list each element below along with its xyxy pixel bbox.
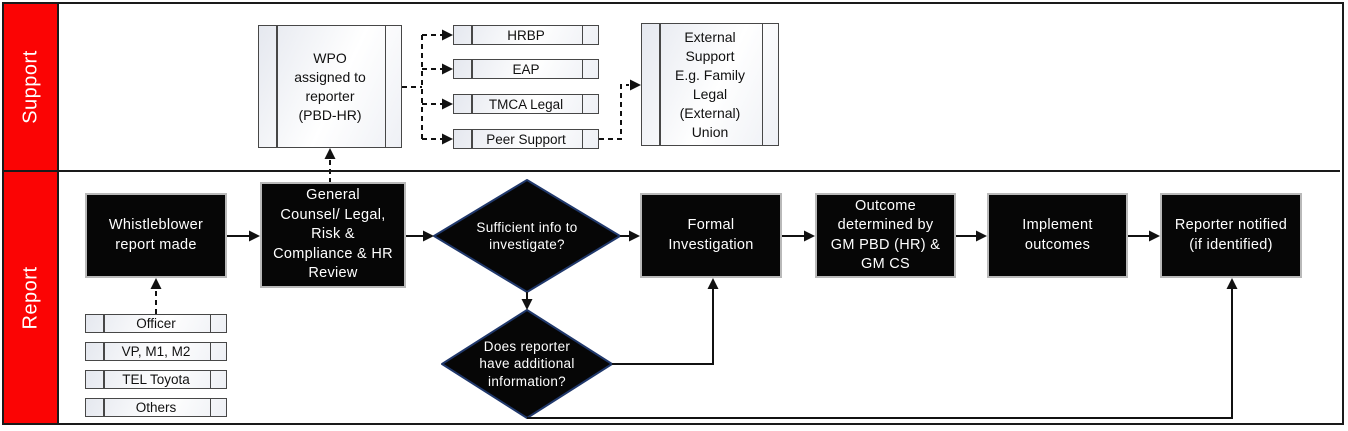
arrow-whistleblower-to-review [227, 230, 260, 242]
double-border-line [659, 24, 661, 145]
process-source-others-label: Others [135, 400, 177, 415]
double-border-line [209, 343, 211, 360]
double-border-line [209, 315, 211, 332]
decision-sufficient-info-text: Sufficient info to investigate? [434, 180, 620, 292]
arrow-outcome-to-implement [956, 230, 987, 242]
double-border-line [103, 371, 105, 388]
double-border-line [209, 399, 211, 416]
double-border-line [384, 26, 386, 147]
step-formal-investigation: Formal Investigation [640, 193, 782, 278]
double-border-line [471, 95, 473, 113]
decision-sufficient-info-label: Sufficient info to investigate? [476, 219, 578, 253]
step-outcome-determined-label: Outcome determined by GM PBD (HR) & GM C… [830, 197, 941, 273]
arrow-wpo-to-tmca-legal-dashed [422, 98, 453, 110]
step-implement-outcomes-label: Implement outcomes [1022, 217, 1093, 253]
lane-label-report: Report [19, 265, 41, 330]
step-reporter-notified: Reporter notified (if identified) [1160, 193, 1302, 278]
double-border-line [761, 24, 763, 145]
arrow-additional-decision-to-notified [527, 278, 1238, 419]
process-wpo-label: WPO assigned to reporter (PBD-HR) [294, 49, 366, 123]
process-external-support: External Support E.g. Family Legal (Exte… [641, 23, 779, 146]
process-peer-support: Peer Support [453, 129, 599, 149]
process-source-vp-m1-m2: VP, M1, M2 [85, 342, 227, 361]
process-source-others: Others [85, 398, 227, 417]
double-border-line [471, 60, 473, 78]
arrow-implement-to-notified [1128, 230, 1160, 242]
double-border-line [276, 26, 278, 147]
double-border-line [209, 371, 211, 388]
arrow-sources-to-whistleblower-dashed [150, 278, 162, 314]
arrow-sufficient-decision-to-formal [620, 230, 640, 242]
step-implement-outcomes: Implement outcomes [987, 193, 1128, 278]
process-source-tel-toyota: TEL Toyota [85, 370, 227, 389]
step-formal-investigation-label: Formal Investigation [668, 217, 754, 253]
double-border-line [471, 26, 473, 44]
lane-band-support: Support [4, 4, 59, 170]
lane-band-report: Report [4, 172, 59, 423]
process-eap-label: EAP [512, 61, 540, 77]
step-gc-legal-risk-review-label: General Counsel/ Legal, Risk & Complianc… [273, 187, 393, 282]
step-gc-legal-risk-review: General Counsel/ Legal, Risk & Complianc… [260, 182, 406, 288]
process-tmca-legal: TMCA Legal [453, 94, 599, 114]
process-source-tel-toyota-label: TEL Toyota [122, 372, 190, 387]
arrow-channels-to-external-dashed [599, 79, 641, 140]
lane-divider [4, 170, 1340, 172]
step-whistleblower-report: Whistleblower report made [85, 193, 227, 278]
process-hrbp-label: HRBP [507, 27, 545, 43]
process-hrbp: HRBP [453, 25, 599, 45]
double-border-line [581, 130, 583, 148]
process-peer-support-label: Peer Support [486, 131, 566, 147]
process-source-officer: Officer [85, 314, 227, 333]
decision-additional-info-text: Does reporter have additional informatio… [442, 310, 612, 418]
arrow-review-to-sufficient-decision [406, 230, 434, 242]
double-border-line [581, 60, 583, 78]
wpo-branch-trunk-dashed [402, 35, 423, 139]
process-wpo-assigned: WPO assigned to reporter (PBD-HR) [258, 25, 402, 148]
lane-label-support: Support [19, 50, 41, 124]
arrow-additional-decision-to-formal [612, 278, 719, 365]
step-whistleblower-report-label: Whistleblower report made [108, 217, 204, 253]
step-reporter-notified-label: Reporter notified (if identified) [1174, 217, 1288, 253]
double-border-line [581, 26, 583, 44]
process-external-support-label: External Support E.g. Family Legal (Exte… [674, 28, 745, 140]
double-border-line [581, 95, 583, 113]
diagram-border [2, 2, 1344, 425]
arrow-wpo-to-peer-support-dashed [422, 133, 453, 145]
double-border-line [103, 315, 105, 332]
double-border-line [103, 399, 105, 416]
process-source-officer-label: Officer [136, 316, 176, 331]
arrow-wpo-to-eap-dashed [422, 63, 453, 75]
process-tmca-legal-label: TMCA Legal [488, 96, 564, 112]
arrow-sufficient-to-additional-decision [521, 292, 533, 310]
step-outcome-determined: Outcome determined by GM PBD (HR) & GM C… [815, 193, 956, 278]
process-eap: EAP [453, 59, 599, 79]
arrow-wpo-to-hrbp-dashed [422, 29, 453, 41]
arrow-formal-to-outcome [782, 230, 815, 242]
double-border-line [471, 130, 473, 148]
process-source-vp-m1-m2-label: VP, M1, M2 [121, 344, 191, 359]
decision-additional-info-label: Does reporter have additional informatio… [479, 338, 575, 389]
double-border-line [103, 343, 105, 360]
